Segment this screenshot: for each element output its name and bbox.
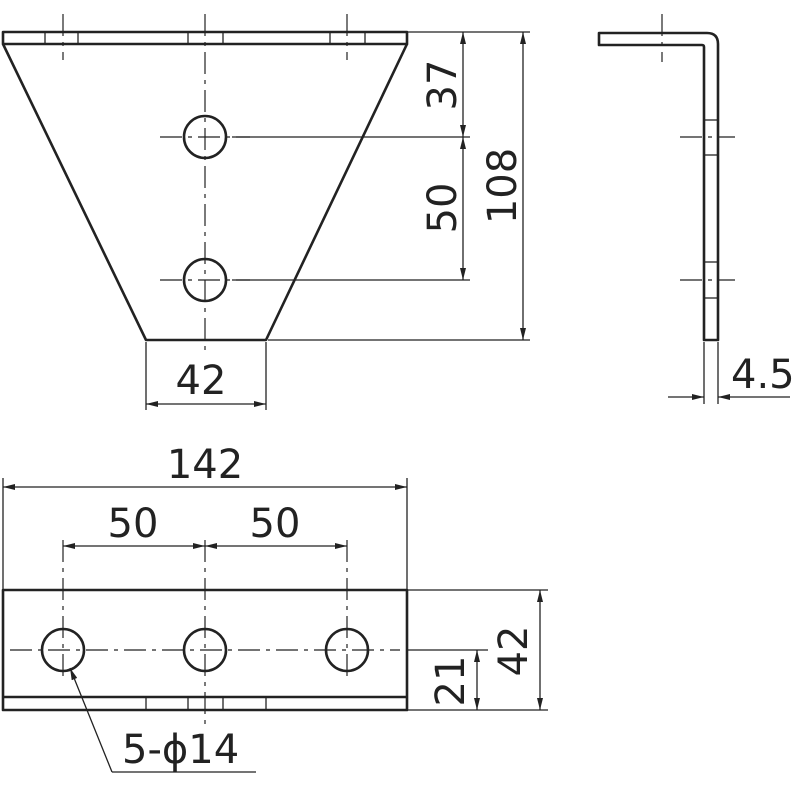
dim-label-50-left: 50	[108, 501, 159, 547]
hole-callout-label: 5-ϕ14	[122, 727, 239, 773]
front-hole-upper	[182, 114, 228, 160]
front-trapezoid-body	[1, 43, 409, 342]
dim-label-50-right: 50	[250, 501, 301, 547]
dim-label-21: 21	[428, 656, 474, 707]
plan-hole-center	[182, 627, 228, 673]
dim-label-142: 142	[167, 442, 243, 488]
dim-label-4-5: 4.5	[731, 352, 795, 398]
side-l-profile	[597, 31, 720, 342]
side-view: 4.5	[597, 14, 795, 404]
plan-hole-right	[324, 627, 370, 673]
hole-callout-leader	[69, 667, 113, 773]
dim-label-42-bottom: 42	[176, 358, 227, 404]
dim-label-42-width: 42	[491, 626, 537, 677]
dim-label-37: 37	[420, 60, 466, 111]
front-view: 37 50 108 42	[1, 14, 530, 410]
dim-label-50-vertical: 50	[420, 183, 466, 234]
plan-view: 142 50 50 21 42 5-ϕ14	[1, 442, 548, 773]
plan-hole-left	[40, 627, 86, 673]
dim-label-108: 108	[480, 148, 526, 224]
front-hole-lower	[182, 257, 228, 303]
